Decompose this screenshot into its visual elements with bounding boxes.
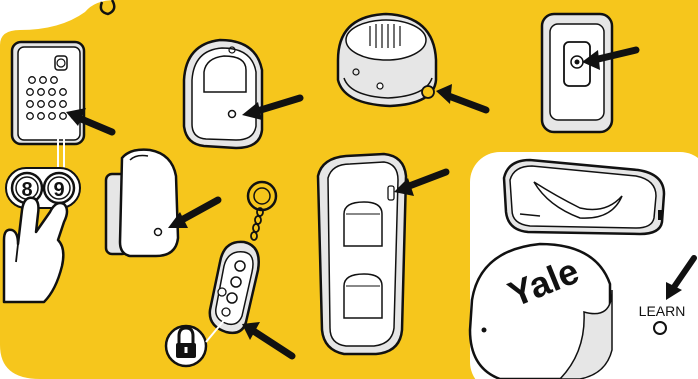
siren-device [504,160,664,234]
key-callout: 8 9 [6,168,80,208]
keypad-device [12,42,84,144]
large-pir-device [318,154,406,354]
learn-label: LEARN [639,303,686,319]
wall-button-device [542,14,612,132]
pir-detector-device [184,40,262,148]
hub-device: Yale [470,244,612,379]
padlock-icon [166,326,206,366]
key-9-label: 9 [53,179,64,201]
smoke-detector-device [338,14,436,106]
